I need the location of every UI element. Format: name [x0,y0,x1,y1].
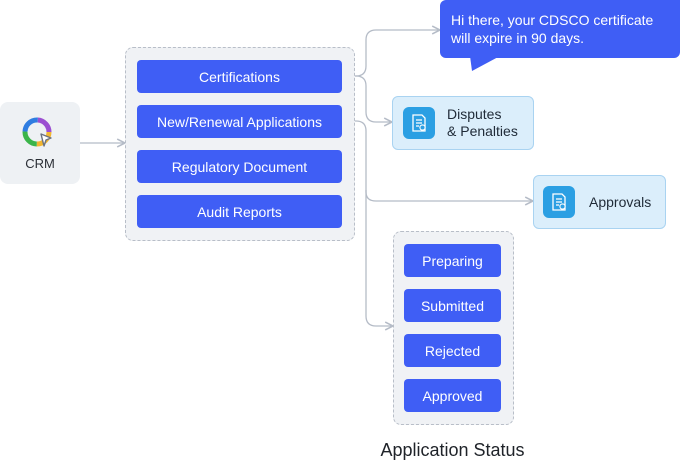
applications-to-status-connector [365,190,393,326]
disputes-penalties-node[interactable]: Disputes & Penalties [392,96,534,150]
approvals-node[interactable]: Approvals [533,175,666,229]
status-submitted-button[interactable]: Submitted [404,289,501,322]
application-status-caption: Application Status [380,440,525,460]
crm-logo-icon [22,117,52,147]
status-approved-button[interactable]: Approved [404,379,501,412]
bubble-tail [470,56,500,71]
applications-to-approvals-connector [342,120,533,201]
crm-node[interactable]: CRM [0,102,80,184]
status-rejected-button[interactable]: Rejected [404,334,501,367]
certifications-to-notification-connector [342,30,440,77]
notification-bubble: Hi there, your CDSCO certificate will ex… [440,0,680,58]
disputes-penalties-label: Disputes & Penalties [447,106,518,139]
crm-label: CRM [25,156,55,171]
document-check-icon [403,107,435,139]
new-renewal-applications-button[interactable]: New/Renewal Applications [137,105,342,138]
application-status-group: Preparing Submitted Rejected Approved [393,231,514,425]
certifications-button[interactable]: Certifications [137,60,342,93]
approvals-label: Approvals [589,194,652,210]
notification-text: Hi there, your CDSCO certificate will ex… [451,12,654,46]
audit-reports-button[interactable]: Audit Reports [137,195,342,228]
certifications-to-disputes-connector [342,75,392,122]
regulatory-document-button[interactable]: Regulatory Document [137,150,342,183]
status-preparing-button[interactable]: Preparing [404,244,501,277]
module-group: Certifications New/Renewal Applications … [125,47,355,241]
document-check-icon [543,186,575,218]
